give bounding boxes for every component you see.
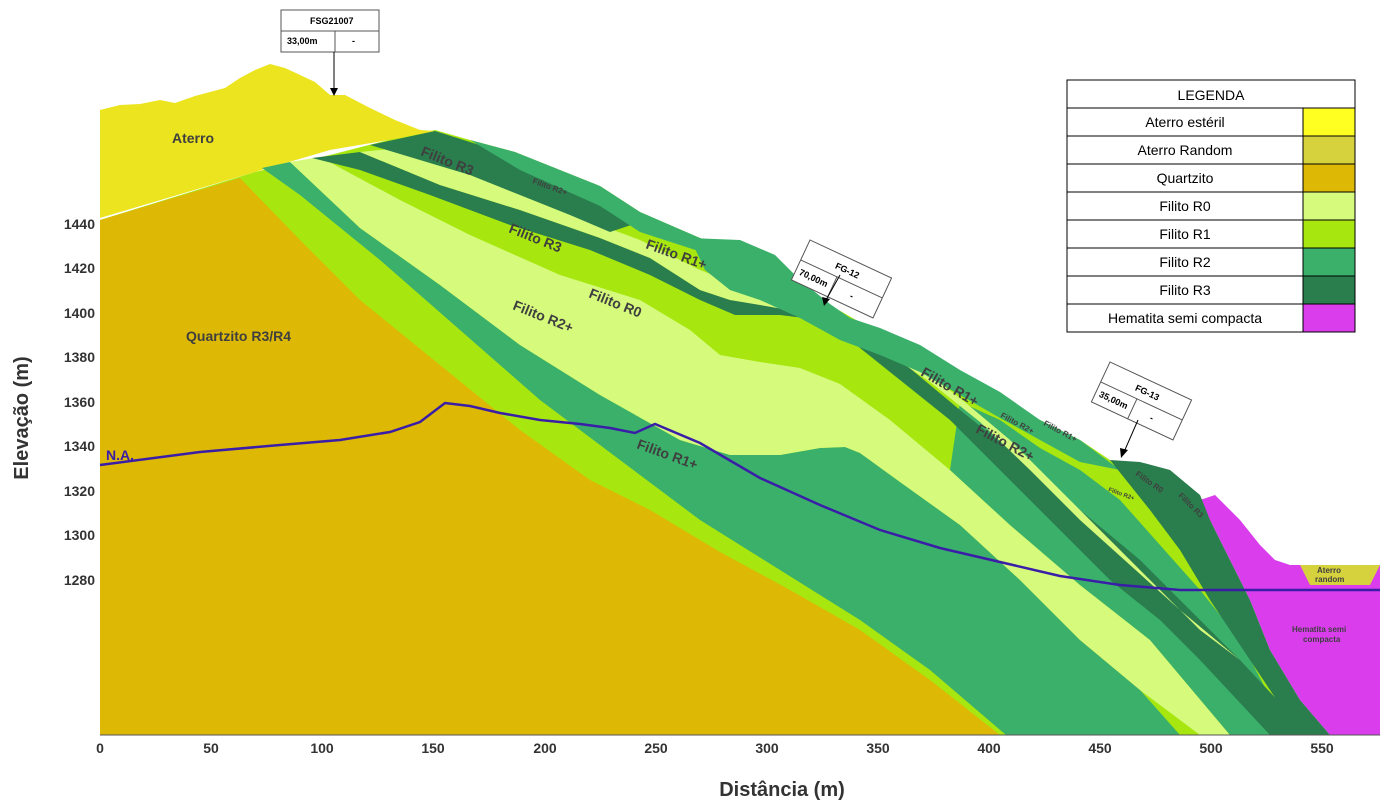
label-quartzito: Quartzito R3/R4 — [186, 328, 291, 344]
x-tick-label: 300 — [755, 740, 779, 756]
layer-aterro — [100, 64, 435, 218]
layer-filito-r2-lower — [262, 162, 1180, 735]
x-tick-label: 400 — [977, 740, 1001, 756]
legend-item: Quartzito — [1067, 163, 1356, 193]
legend-title: LEGENDA — [1178, 87, 1246, 103]
label-aterro-random-2: random — [1315, 575, 1344, 584]
borehole-callout-fg13: FG-13 35,00m - — [1090, 361, 1193, 458]
water-table-line — [99, 401, 1380, 592]
legend-swatch — [1302, 219, 1356, 249]
legend-item: Filito R2 — [1067, 247, 1356, 277]
label-water-table: N.A. — [106, 447, 134, 463]
x-tick-label: 550 — [1310, 740, 1334, 756]
layer-filito-r3-right — [1110, 460, 1330, 735]
legend-swatch — [1302, 191, 1356, 221]
y-tick-label: 1360 — [64, 394, 95, 410]
legend-swatch — [1302, 275, 1356, 305]
x-axis-ticks: 0 50 100 150 200 250 300 350 400 450 500… — [96, 740, 1334, 756]
legend-label: Hematita semi compacta — [1108, 310, 1262, 326]
borehole-callout-fsg21007: FSG21007 33,00m - — [280, 9, 380, 96]
x-tick-label: 450 — [1088, 740, 1112, 756]
layer-filito-r2plus-top — [470, 140, 740, 258]
legend-swatch — [1302, 107, 1356, 137]
borehole-extra-fg12: - — [848, 291, 855, 301]
x-tick-label: 500 — [1199, 740, 1223, 756]
legend-swatch — [1302, 247, 1356, 277]
layer-filito-r3-top — [370, 131, 640, 232]
label-hematita-1: Hematita semi — [1292, 625, 1346, 634]
y-tick-label: 1440 — [64, 216, 95, 232]
y-tick-label: 1380 — [64, 349, 95, 365]
label-hematita-2: compacta — [1303, 635, 1341, 644]
borehole-depth-fsg21007: 33,00m — [287, 36, 318, 46]
x-tick-label: 100 — [310, 740, 334, 756]
layer-quartzito — [100, 178, 1000, 735]
strata-layers — [100, 64, 1380, 735]
label-aterro-random-1: Aterro — [1317, 566, 1341, 575]
borehole-callout-fg12: FG-12 70,00m - — [790, 239, 893, 319]
y-axis-title: Elevação (m) — [11, 356, 33, 479]
legend-label: Filito R0 — [1159, 198, 1211, 214]
layer-aterro-random — [1300, 565, 1380, 585]
x-tick-label: 50 — [203, 740, 219, 756]
x-tick-label: 0 — [96, 740, 104, 756]
layer-hematita — [1200, 495, 1380, 735]
legend-label: Aterro estéril — [1145, 114, 1224, 130]
x-tick-label: 150 — [421, 740, 445, 756]
legend-label: Filito R2 — [1159, 254, 1211, 270]
legend-label: Filito R3 — [1159, 282, 1211, 298]
legend-swatch — [1302, 303, 1356, 333]
y-axis-ticks: 1440 1420 1400 1380 1360 1340 1320 1300 … — [64, 216, 95, 588]
legend-swatch — [1302, 135, 1356, 165]
y-tick-label: 1420 — [64, 260, 95, 276]
borehole-extra-fsg21007: - — [352, 36, 355, 46]
legend-swatch — [1302, 163, 1356, 193]
legend-label: Quartzito — [1157, 170, 1214, 186]
legend-label: Aterro Random — [1138, 142, 1233, 158]
layer-filito-r0-main — [290, 157, 1230, 735]
legend-item: Aterro estéril — [1067, 107, 1356, 137]
y-tick-label: 1320 — [64, 483, 95, 499]
legend-item: Aterro Random — [1067, 135, 1356, 165]
x-axis-title: Distância (m) — [719, 779, 845, 801]
y-tick-label: 1400 — [64, 305, 95, 321]
x-tick-label: 250 — [644, 740, 668, 756]
legend-item: Filito R1 — [1067, 219, 1356, 249]
y-tick-label: 1280 — [64, 572, 95, 588]
borehole-id-fsg21007: FSG21007 — [310, 16, 354, 26]
borehole-extra-fg13: - — [1148, 413, 1155, 423]
legend-item: Hematita semi compacta — [1067, 303, 1356, 333]
label-aterro: Aterro — [172, 130, 214, 146]
legend-label: Filito R1 — [1159, 226, 1211, 242]
y-tick-label: 1300 — [64, 527, 95, 543]
x-tick-label: 200 — [533, 740, 557, 756]
layer-filito-r2-crest — [690, 238, 1120, 470]
x-tick-label: 350 — [866, 740, 890, 756]
legend-item: Filito R3 — [1067, 275, 1356, 305]
y-tick-label: 1340 — [64, 438, 95, 454]
